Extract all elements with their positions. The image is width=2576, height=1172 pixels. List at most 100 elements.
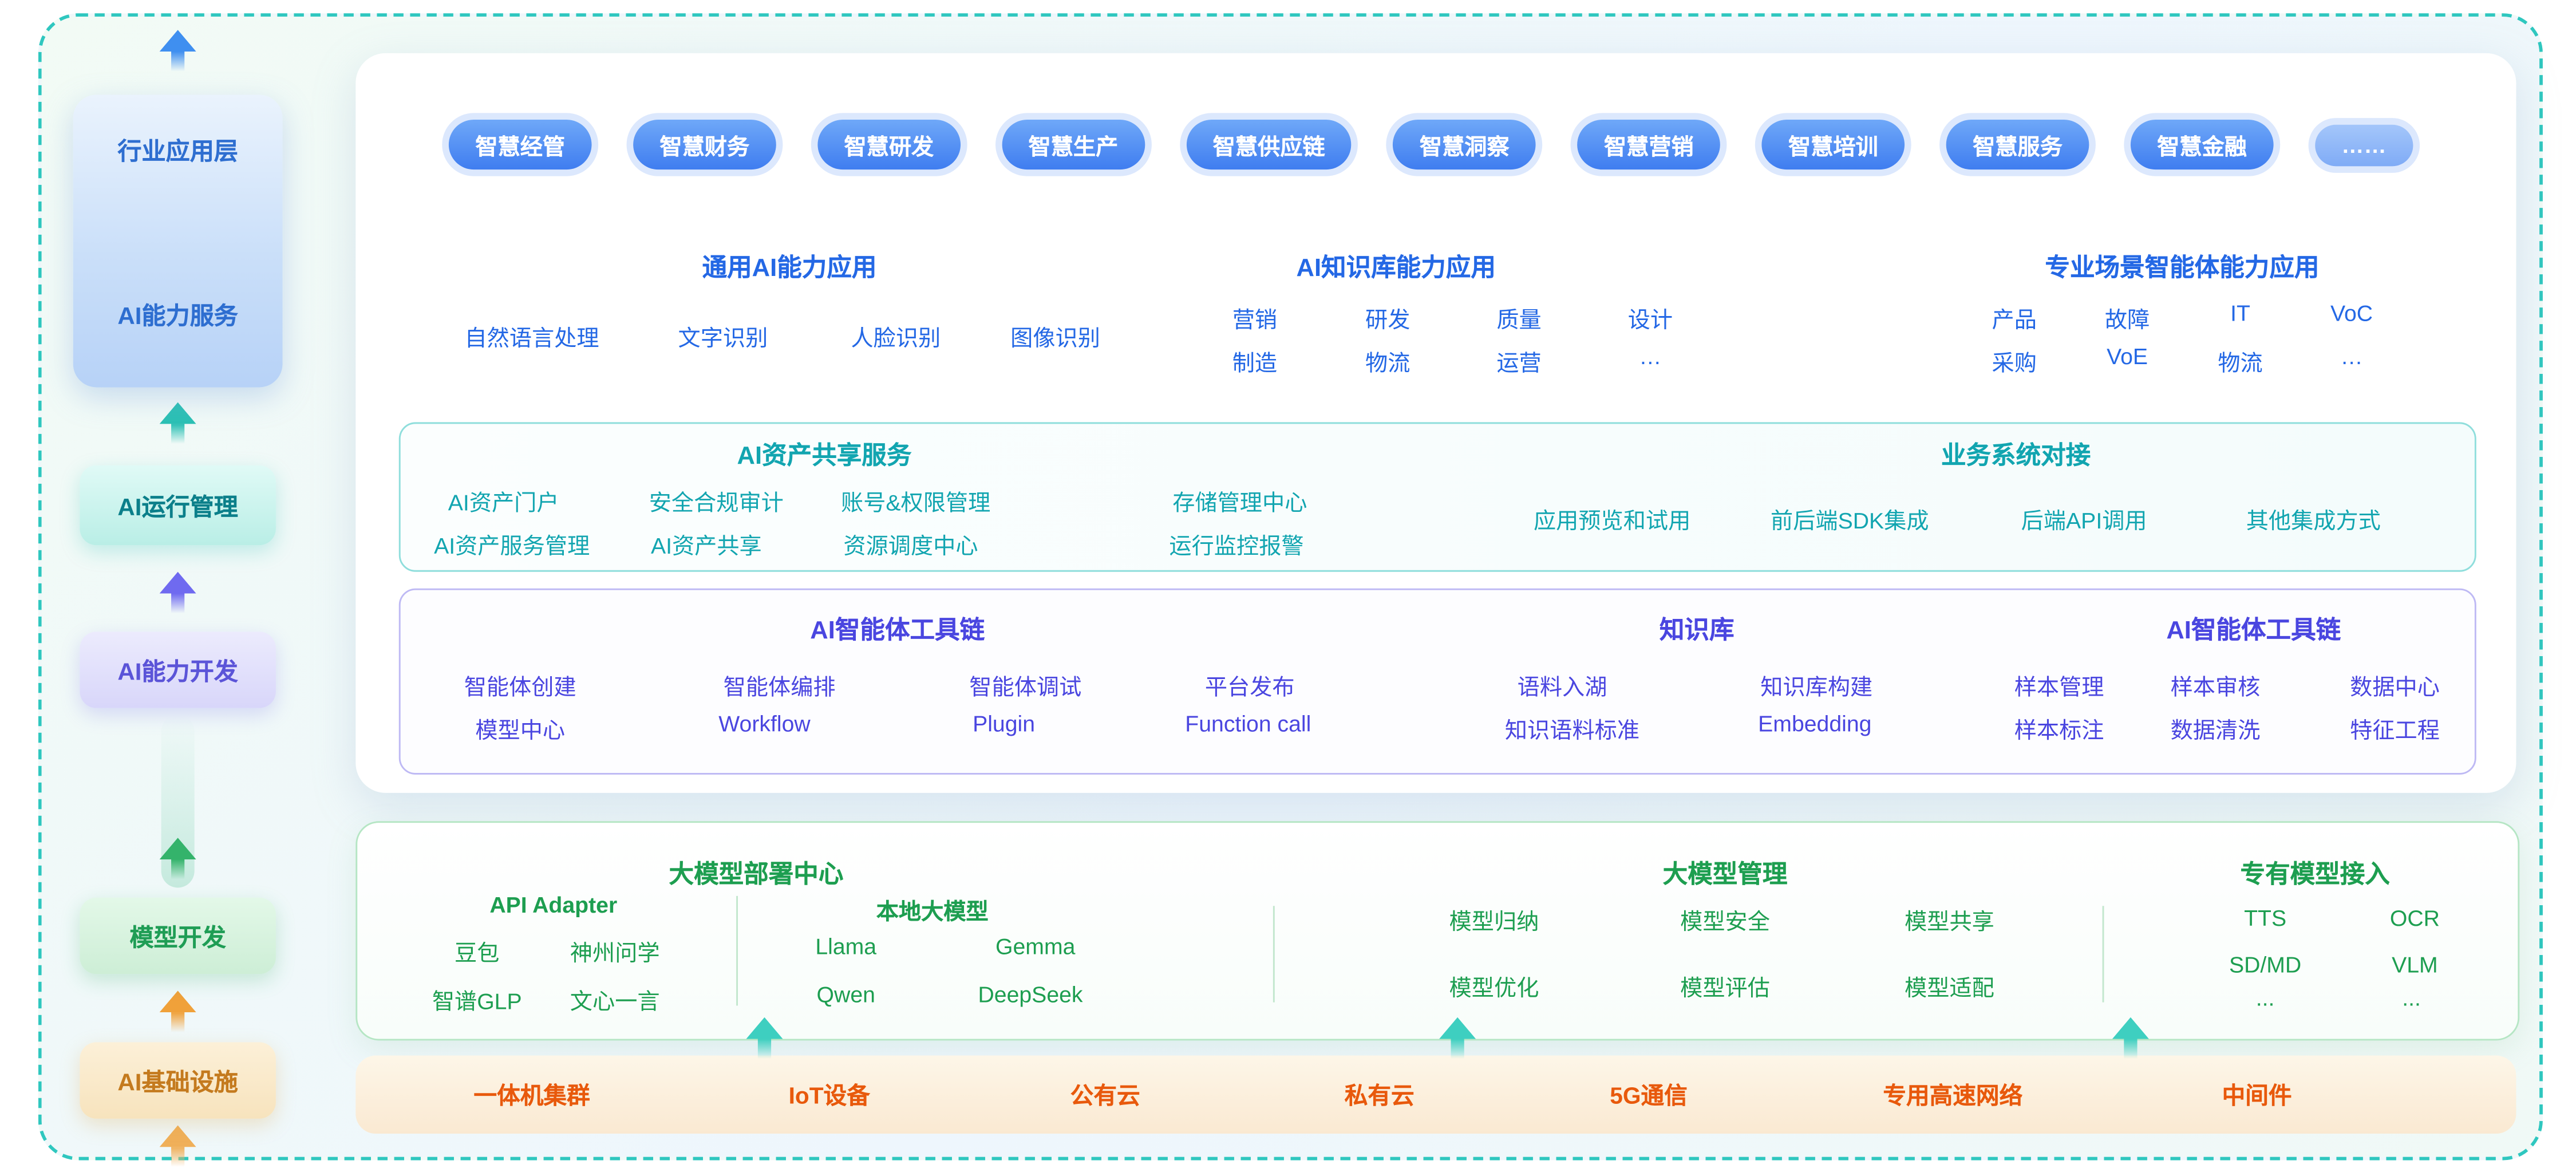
capability-item: 人脸识别 bbox=[851, 326, 941, 351]
layer-label: 行业应用层 bbox=[117, 139, 238, 167]
divider bbox=[1273, 906, 1275, 1003]
model-item: TTS bbox=[2244, 906, 2287, 931]
capability-item: 物流 bbox=[2218, 350, 2263, 376]
asset-item: 资源调度中心 bbox=[843, 533, 978, 559]
section-title-knowledge: AI知识库能力应用 bbox=[1296, 254, 1496, 283]
app-pill: 智慧供应链 bbox=[1186, 120, 1352, 170]
data-tool-item: 样本标注 bbox=[2014, 718, 2104, 743]
smart-app-pills: 智慧经管 智慧财务 智慧研发 智慧生产 智慧供应链 智慧洞察 智慧营销 智慧培训… bbox=[448, 120, 2413, 170]
kb-item: 知识语料标准 bbox=[1504, 718, 1640, 743]
integration-item: 其他集成方式 bbox=[2246, 508, 2381, 534]
infra-item: 中间件 bbox=[2222, 1082, 2292, 1109]
asset-item: AI资产门户 bbox=[448, 490, 559, 515]
integration-item: 应用预览和试用 bbox=[1533, 508, 1691, 534]
capability-item: 设计 bbox=[1627, 307, 1673, 333]
kb-item: 知识库构建 bbox=[1760, 674, 1873, 700]
data-tool-item: 特征工程 bbox=[2350, 718, 2440, 743]
infra-item: 一体机集群 bbox=[473, 1082, 590, 1109]
panel-title-data-toolchain: AI智能体工具链 bbox=[2166, 617, 2341, 645]
up-arrow-icon bbox=[159, 402, 196, 444]
panel-title-model-deploy: 大模型部署中心 bbox=[669, 861, 844, 890]
infra-item: 公有云 bbox=[1070, 1082, 1140, 1109]
capability-item: 研发 bbox=[1365, 307, 1411, 333]
capability-item: 采购 bbox=[1992, 350, 2037, 376]
model-item: Qwen bbox=[816, 982, 875, 1008]
data-tool-item: 样本审核 bbox=[2170, 674, 2261, 700]
section-title-general-ai: 通用AI能力应用 bbox=[702, 254, 877, 283]
divider bbox=[2102, 906, 2104, 1003]
up-arrow-icon bbox=[159, 571, 196, 614]
layer-app-services: 行业应用层 AI能力服务 bbox=[73, 94, 283, 388]
model-item: 模型共享 bbox=[1905, 909, 1994, 934]
model-item: ... bbox=[2402, 985, 2421, 1011]
model-item: SD/MD bbox=[2229, 952, 2302, 978]
data-tool-item: 数据中心 bbox=[2350, 674, 2440, 700]
capability-item: 运营 bbox=[1496, 350, 1542, 376]
asset-item: 安全合规审计 bbox=[649, 490, 784, 515]
model-card: 大模型部署中心 大模型管理 专有模型接入 API Adapter 本地大模型 豆… bbox=[355, 821, 2520, 1041]
up-arrow-icon bbox=[2112, 1017, 2149, 1059]
capability-item: … bbox=[1639, 344, 1662, 369]
toolchain-item: 智能体编排 bbox=[723, 674, 836, 700]
model-item: VLM bbox=[2392, 952, 2438, 978]
up-arrow-icon bbox=[159, 1125, 196, 1167]
app-pill-more: …… bbox=[2314, 124, 2413, 165]
infra-item: 私有云 bbox=[1344, 1082, 1415, 1109]
app-pill: 智慧经管 bbox=[448, 120, 592, 170]
toolchain-item: Function call bbox=[1185, 711, 1311, 737]
app-pill: 智慧营销 bbox=[1577, 120, 1721, 170]
up-arrow-icon bbox=[159, 991, 196, 1032]
model-item: 文心一言 bbox=[570, 989, 660, 1014]
model-item: DeepSeek bbox=[978, 982, 1083, 1008]
model-item: 模型适配 bbox=[1905, 976, 1994, 1001]
asset-item: AI资产共享 bbox=[650, 533, 762, 559]
layer-label: AI能力服务 bbox=[117, 304, 238, 331]
toolchain-panel: AI智能体工具链 知识库 AI智能体工具链 智能体创建 智能体编排 智能体调试 … bbox=[398, 588, 2476, 775]
up-arrow-icon bbox=[159, 30, 196, 72]
infra-item: 专用高速网络 bbox=[1883, 1082, 2023, 1109]
capability-item: 图像识别 bbox=[1010, 326, 1100, 351]
subsection-api-adapter: API Adapter bbox=[489, 893, 618, 918]
toolchain-item: Plugin bbox=[973, 711, 1036, 737]
panel-title-agent-toolchain: AI智能体工具链 bbox=[810, 617, 985, 645]
app-pill: 智慧服务 bbox=[1946, 120, 2089, 170]
asset-item: AI资产服务管理 bbox=[434, 533, 590, 559]
infrastructure-bar: 一体机集群 IoT设备 公有云 私有云 5G通信 专用高速网络 中间件 bbox=[355, 1055, 2516, 1134]
up-arrow-icon bbox=[746, 1017, 783, 1059]
app-pill: 智慧金融 bbox=[2130, 120, 2274, 170]
model-item: 豆包 bbox=[455, 941, 500, 966]
capability-item: 自然语言处理 bbox=[464, 326, 599, 351]
diagram-frame: 行业应用层 AI能力服务 AI运行管理 AI能力开发 模型开发 AI基础设施 智… bbox=[38, 13, 2543, 1167]
toolchain-item: Workflow bbox=[718, 711, 811, 737]
app-pill: 智慧洞察 bbox=[1393, 120, 1536, 170]
divider bbox=[736, 895, 738, 1006]
capability-item: 物流 bbox=[1365, 350, 1411, 376]
capability-item: VoC bbox=[2330, 301, 2373, 326]
capability-item: 故障 bbox=[2104, 307, 2150, 333]
capability-item: … bbox=[2340, 344, 2363, 369]
capability-item: 产品 bbox=[1992, 307, 2037, 333]
infra-item: IoT设备 bbox=[788, 1082, 870, 1109]
capability-item: 制造 bbox=[1232, 350, 1278, 376]
section-title-agent-scenarios: 专业场景智能体能力应用 bbox=[2045, 254, 2320, 283]
model-item: 智谱GLP bbox=[432, 989, 522, 1014]
capability-item: 质量 bbox=[1496, 307, 1542, 333]
subsection-local-models: 本地大模型 bbox=[876, 899, 989, 925]
model-item: ... bbox=[2255, 985, 2275, 1011]
capability-item: 文字识别 bbox=[678, 326, 768, 351]
model-item: Gemma bbox=[995, 934, 1076, 960]
asset-sharing-panel: AI资产共享服务 业务系统对接 AI资产门户 安全合规审计 账号&权限管理 存储… bbox=[398, 422, 2476, 572]
capability-item: VoE bbox=[2107, 344, 2148, 369]
model-item: 模型优化 bbox=[1449, 976, 1539, 1001]
panel-title-system-integration: 业务系统对接 bbox=[1941, 442, 2091, 471]
layer-model-development: 模型开发 bbox=[80, 897, 276, 974]
model-item: Llama bbox=[815, 934, 877, 960]
panel-title-asset-sharing: AI资产共享服务 bbox=[737, 442, 912, 471]
toolchain-item: 智能体创建 bbox=[464, 674, 576, 700]
up-arrow-icon bbox=[1439, 1017, 1476, 1059]
asset-item: 账号&权限管理 bbox=[841, 490, 991, 515]
model-item: OCR bbox=[2389, 906, 2440, 931]
app-pill: 智慧培训 bbox=[1761, 120, 1905, 170]
model-item: 模型安全 bbox=[1680, 909, 1770, 934]
